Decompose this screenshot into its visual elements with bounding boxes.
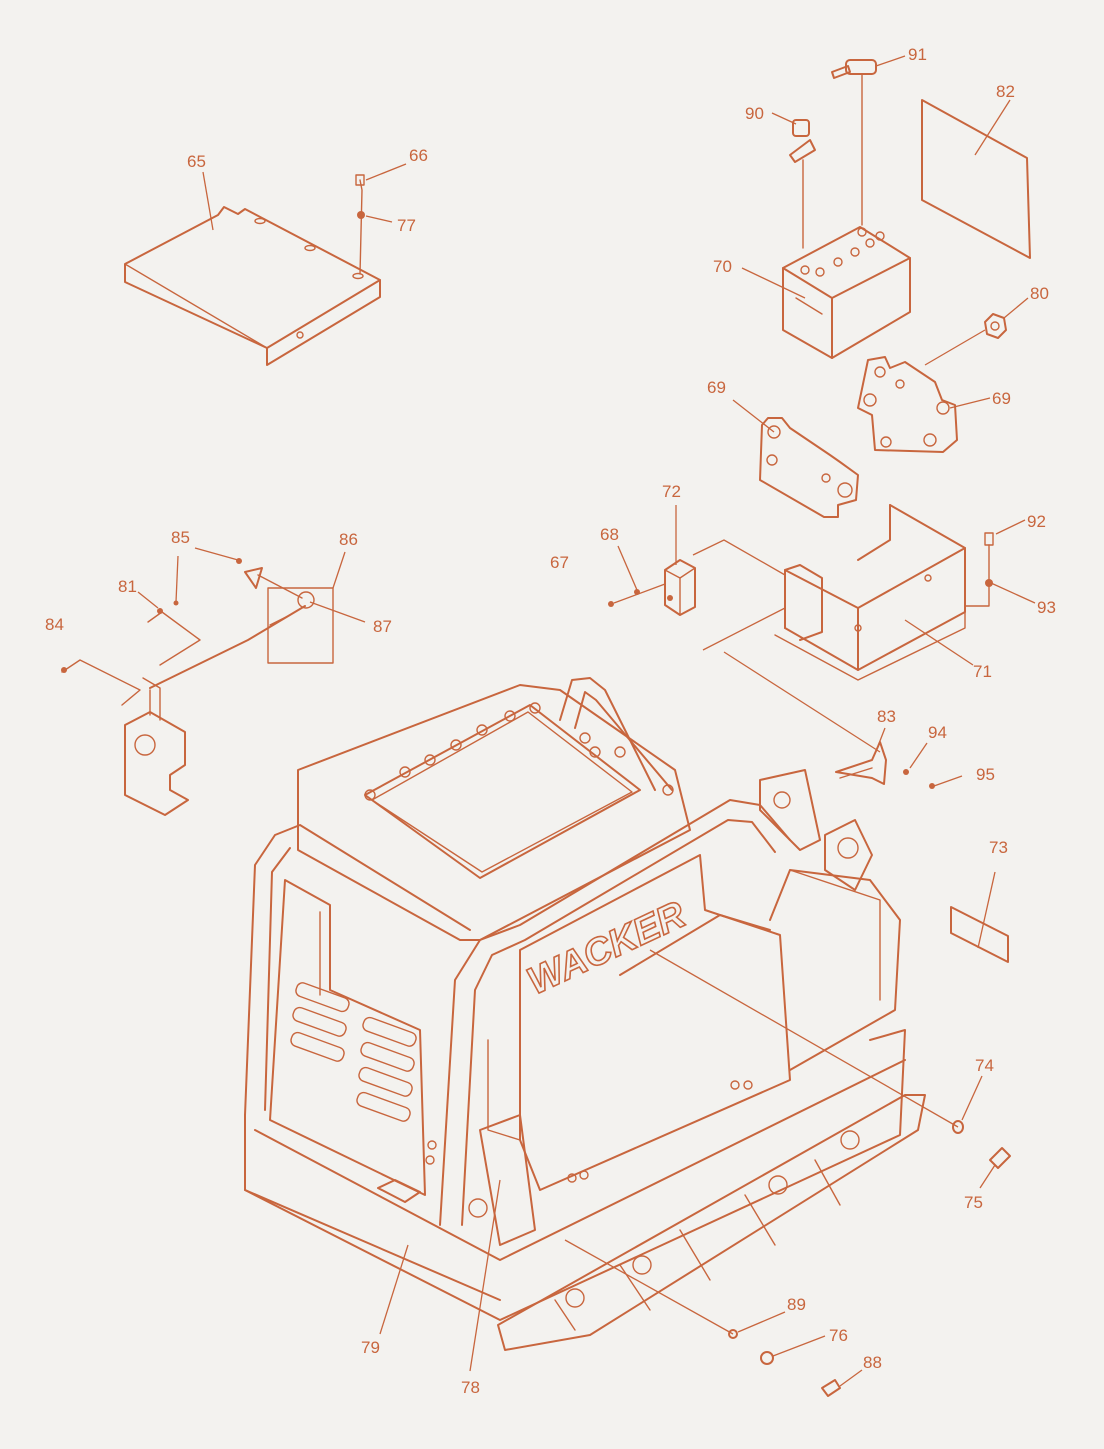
label-68: 68 [600,525,619,544]
label-95: 95 [976,765,995,784]
part-83-clip [835,741,887,785]
label-94: 94 [928,723,947,742]
label-71: 71 [973,662,992,681]
label-73: 73 [989,838,1008,857]
part-95-nut [929,783,935,789]
label-80: 80 [1030,284,1049,303]
part-90-cable-clamp [789,119,816,249]
label-67: 67 [550,553,569,572]
label-93: 93 [1037,598,1056,617]
label-82: 82 [996,82,1015,101]
label-85: 85 [171,528,190,547]
label-leaders [137,55,1036,1387]
part-throttle-bracket [124,677,189,816]
label-66: 66 [409,146,428,165]
label-77: 77 [397,216,416,235]
label-90: 90 [745,104,764,123]
label-74: 74 [975,1056,994,1075]
label-81: 81 [118,577,137,596]
label-86: 86 [339,530,358,549]
part-94-washer [903,769,909,775]
part-84-bolt [61,659,141,706]
label-69-right: 69 [992,389,1011,408]
part-67-washer [608,601,614,607]
parts-92-93-screw-washer [964,532,994,607]
label-78: 78 [461,1378,480,1397]
part-72-block [613,559,696,616]
parts-76-88-89-bolt-washers [564,1239,841,1397]
part-69-bracket-left [759,417,859,518]
part-81-screw [147,600,201,666]
part-labels: 65 66 77 91 90 82 70 80 69 69 72 68 67 9… [45,45,1056,1397]
label-72: 72 [662,482,681,501]
label-83: 83 [877,707,896,726]
label-89: 89 [787,1295,806,1314]
part-83-leader [723,651,881,753]
label-69-left: 69 [707,378,726,397]
label-65: 65 [187,152,206,171]
part-73-decal [950,906,1009,963]
label-79: 79 [361,1338,380,1357]
label-70: 70 [713,257,732,276]
part-70-battery [782,226,911,359]
part-69-bracket-right [857,356,958,453]
label-91: 91 [908,45,927,64]
part-65-cover-plate [124,206,381,366]
label-76: 76 [829,1326,848,1345]
machine-body: WACKER [244,677,926,1351]
part-71-battery-tray [692,504,966,681]
parts-74-75-bolt-washer [649,949,1011,1169]
part-80-nut [924,313,1007,366]
label-92: 92 [1027,512,1046,531]
part-68-washer [634,589,640,595]
part-91-cable-clamp [831,59,877,226]
label-88: 88 [863,1353,882,1372]
parts-66-77-screw-washer [355,174,365,275]
label-75: 75 [964,1193,983,1212]
label-87: 87 [373,617,392,636]
part-82-label [921,99,1031,259]
part-86-throttle-cable [149,558,334,689]
label-84: 84 [45,615,64,634]
